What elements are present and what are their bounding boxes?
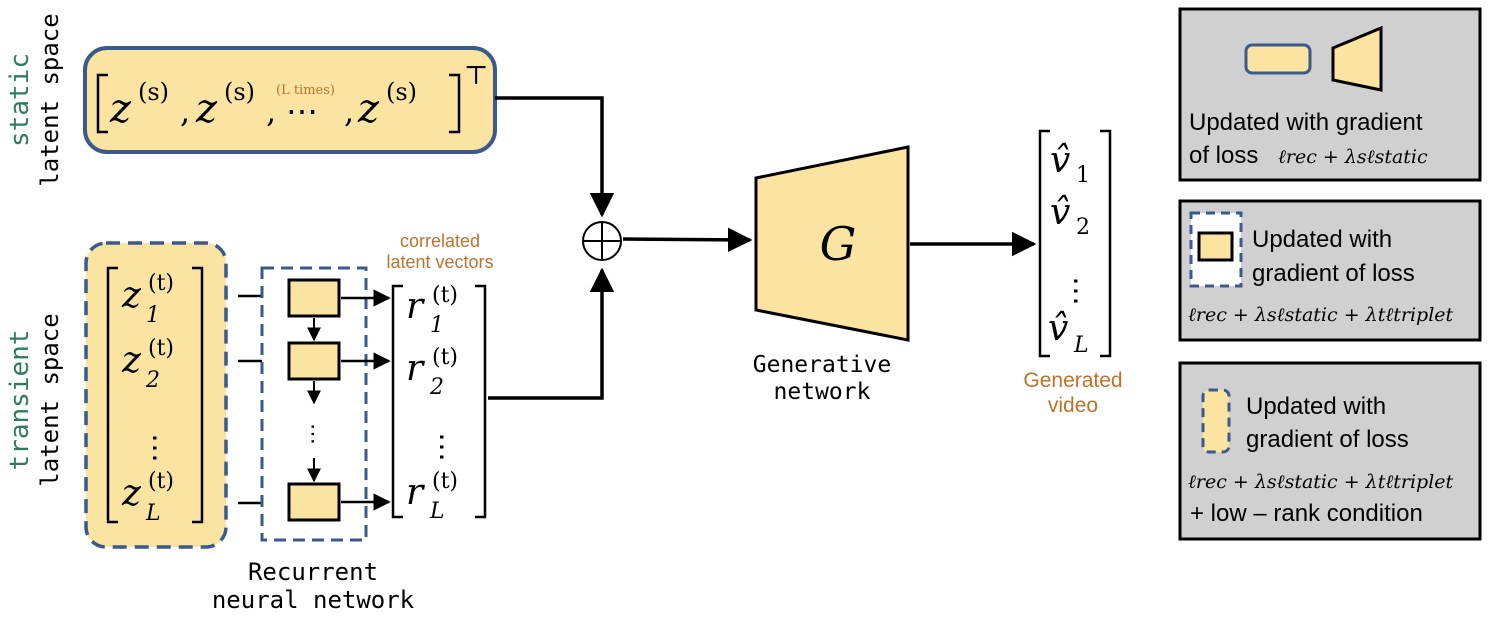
transient-zl-sub: L [145,501,161,526]
static-z1-sup: (s) [138,78,169,106]
r2-sub: 2 [429,375,444,400]
generated-video-vector: v̂ 1 v̂ 2 ⋯ v̂ L [1038,129,1112,358]
r1-sub: 1 [430,313,444,338]
static-latent-space-text: latent space [36,13,64,186]
transient-zl-sup: (t) [148,469,174,494]
static-bracket-left [96,73,108,134]
static-bracket-right [449,73,461,134]
static-latent-vector: z (s) , z (s) , (L times) ⋯ , z (s) ⊤ [83,46,497,154]
video-label-line1: Generated [1023,369,1122,392]
transient-word: transient [5,330,35,471]
v1: v̂ [1050,140,1070,181]
rnn-output-vector: r (t) 1 r (t) 2 ⋯ r (t) L [391,283,487,524]
v-bracket-right [1100,129,1112,358]
r-bracket-left [391,284,403,519]
transient-z1-sub: 1 [146,303,160,328]
static-vector-box [83,46,497,154]
v-bracket-left [1038,129,1050,358]
transient-bracket-left [106,266,118,524]
transient-z2-sub: 2 [145,368,160,393]
static-latent-space-label: static latent space [5,13,64,186]
rnn-label-line1: Recurrent [248,558,378,586]
correlated-label-line1: correlated [400,231,480,251]
transient-z2-sup: (t) [148,336,174,361]
legend-static-params: Updated with gradient of loss ℓrec + λsℓ… [1178,7,1482,182]
correlated-label-line2: latent vectors [386,252,493,272]
static-transpose: ⊤ [464,61,488,91]
legend-3-extra: + low – rank condition [1190,500,1423,527]
v-vdots: ⋯ [1058,276,1093,306]
r-vdots: ⋯ [424,432,459,462]
r2-sup: (t) [432,345,458,370]
static-comma-2: , [266,92,276,130]
rl: r [406,472,425,513]
legend-3-box [1178,361,1482,541]
rnn-cell-2 [287,341,341,381]
concat-oplus-icon [582,221,622,261]
legend-rounded-rect-icon [1244,43,1312,75]
arrow-static-to-plus [495,96,615,218]
generator-label-line1: Generative [753,352,891,378]
legend-generator-icon [1331,25,1383,92]
transient-bracket-right [192,266,204,524]
static-z1: z [109,86,132,132]
generative-network: G [754,145,910,342]
rnn-cell-1 [287,278,341,318]
rnn-label-line2: neural network [212,586,415,614]
legend-1-line2: of loss [1189,142,1258,169]
static-z3-sup: (s) [386,78,417,106]
transient-z2: z [121,340,142,381]
generator-trapezoid [754,145,910,342]
static-comma-3: , [344,92,354,130]
static-dots: ⋯ [286,92,318,130]
arrow-plus-to-generator [622,227,753,253]
r-bracket-right [475,284,487,519]
rl-sup: (t) [432,469,458,494]
vl: v̂ [1048,308,1068,349]
static-word: static [5,53,35,147]
rnn-vdots: ⋯ [300,423,325,445]
static-z2-sup: (s) [224,78,255,106]
legend-rnn-params: Updated with gradient of loss ℓrec + λsℓ… [1178,199,1482,342]
legend-1-line1: Updated with gradient [1189,109,1423,136]
static-z2: z [195,86,218,132]
static-comma-1: , [180,92,190,130]
rl-sub: L [429,499,445,524]
legend-1-box [1178,7,1482,182]
legend-dashed-pill-icon [1201,388,1231,454]
legend-3-formula: ℓrec + λsℓstatic + λtℓtriplet [1188,471,1454,493]
vl-sub: L [1073,333,1089,358]
arrow-transient-to-plus [488,267,615,400]
rnn-cell-l [287,482,341,522]
transient-z1: z [121,275,142,316]
legend-2-line2: gradient of loss [1252,260,1415,287]
generator-symbol: G [820,217,857,271]
legend-3-line2: gradient of loss [1246,426,1409,453]
video-label-line2: video [1048,394,1098,417]
recurrent-neural-network: ⋯ [260,266,368,542]
legend-3-line1: Updated with [1246,393,1386,420]
transient-vector-box [84,241,228,549]
legend-2-formula: ℓrec + λsℓstatic + λtℓtriplet [1188,304,1454,326]
static-z3: z [357,86,380,132]
static-l-times: (L times) [276,83,335,98]
transient-zl: z [121,473,142,514]
v2-sub: 2 [1076,215,1090,240]
transient-latent-vector: z (t) 1 z (t) 2 ⋯ z (t) L [84,241,228,549]
transient-z1-sup: (t) [148,271,174,296]
legend-1-formula: ℓrec + λsℓstatic [1278,146,1428,168]
legend-rnn-cell-icon [1197,231,1234,262]
transient-latent-space-label: transient latent space [5,313,64,486]
transient-latent-space-text: latent space [36,313,64,486]
v1-sub: 1 [1076,163,1090,188]
legend-2-line1: Updated with [1252,226,1392,253]
legend-transient-params: Updated with gradient of loss ℓrec + λsℓ… [1178,361,1482,541]
transient-vdots: ⋯ [137,433,172,463]
r1-sup: (t) [432,283,458,308]
r2: r [406,348,425,389]
r1: r [406,286,425,327]
generator-label-line2: network [774,379,871,405]
v2: v̂ [1050,192,1070,233]
